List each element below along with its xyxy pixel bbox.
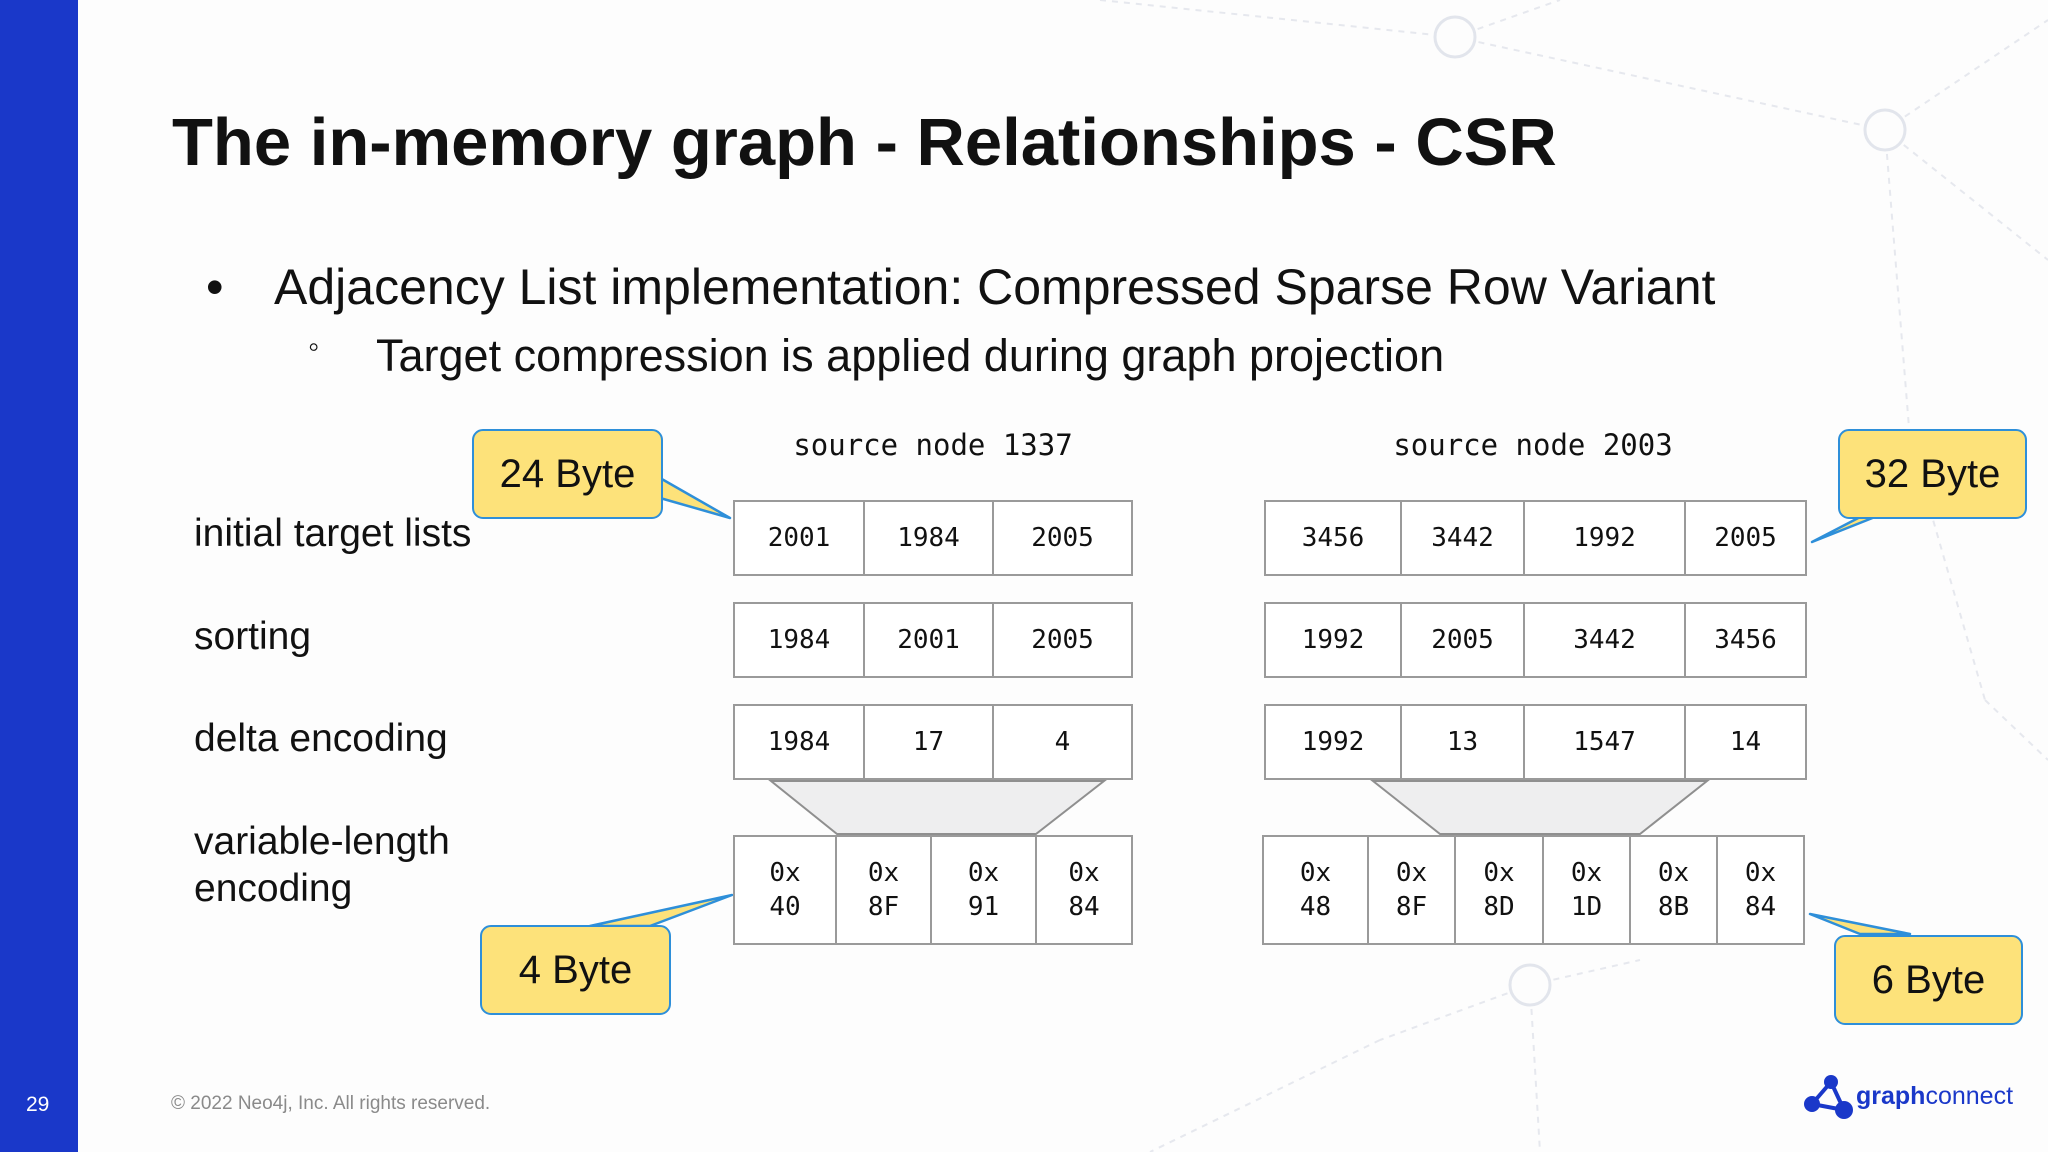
sidebar-accent [0,0,78,1152]
right-varlen-row: 0x 48 0x 8F 0x 8D 0x 1D 0x 8B 0x 84 [1262,835,1805,945]
byte-value: 1D [1570,892,1603,922]
byte-cell: 0x 8D [1456,837,1544,943]
cell: 2001 [735,502,865,574]
left-varlen-row: 0x 40 0x 8F 0x 91 0x 84 [733,835,1133,945]
byte-prefix: 0x [1570,858,1603,888]
cell: 2005 [1031,625,1094,655]
byte-cell: 0x 40 [735,837,837,943]
byte-value: 84 [1068,892,1100,922]
byte-value: 40 [769,892,801,922]
row-label-initial: initial target lists [194,512,472,555]
right-initial-row: 3456 3442 1992 2005 [1264,500,1807,576]
cell: 2005 [1714,523,1777,553]
right-delta-row: 1992 13 1547 14 [1264,704,1807,780]
byte-cell: 0x 48 [1264,837,1369,943]
left-sorted-row: 1984 2001 2005 [733,602,1133,678]
funnel-left [768,780,1107,835]
byte-cell: 0x 1D [1544,837,1631,943]
left-delta-row: 1984 17 4 [733,704,1133,780]
callout-4-byte: 4 Byte [480,925,671,1015]
byte-value: 8D [1483,892,1515,922]
byte-prefix: 0x [1068,858,1100,888]
cell: 2001 [865,604,994,676]
cell: 1984 [735,604,865,676]
callout-6-byte: 6 Byte [1834,935,2023,1025]
source-node-right-label: source node 2003 [1393,428,1673,462]
callout-tail-right-bottom [1808,912,1912,936]
cell: 1984 [865,502,994,574]
cell: 1992 [1266,604,1402,676]
callout-tail-left-bottom [588,893,734,928]
byte-cell: 0x 8F [1369,837,1456,943]
cell: 1992 [1525,502,1686,574]
cell: 3456 [1714,625,1777,655]
byte-cell: 0x 84 [1037,837,1131,943]
row-label-varlen-1: variable-length [194,820,450,863]
left-initial-row: 2001 1984 2005 [733,500,1133,576]
bullet-text: Target compression is applied during gra… [376,330,1445,381]
byte-prefix: 0x [769,858,801,888]
callout-tail-right-top [1810,513,1882,544]
bullet-text: Adjacency List implementation: Compresse… [274,259,1716,315]
cell: 3442 [1525,604,1686,676]
funnel-right [1370,780,1710,835]
row-label-sorting: sorting [194,615,312,658]
logo-wordmark: graphconnect [1856,1082,2013,1111]
logo-word-connect: connect [1925,1082,2014,1110]
row-label-varlen-2: encoding [194,867,353,910]
cell: 17 [865,706,994,778]
byte-prefix: 0x [1744,858,1777,888]
cell: 2005 [1031,523,1094,553]
cell: 3442 [1402,502,1525,574]
cell: 3456 [1266,502,1402,574]
cell: 14 [1729,727,1762,757]
cell: 2005 [1402,604,1525,676]
byte-prefix: 0x [867,858,900,888]
byte-prefix: 0x [1299,858,1332,888]
slide-title: The in-memory graph - Relationships - CS… [172,105,1557,180]
cell: 4 [1054,727,1071,757]
byte-value: 8F [867,892,900,922]
byte-value: 84 [1744,892,1777,922]
cell: 1992 [1266,706,1402,778]
byte-value: 48 [1299,892,1332,922]
source-node-left-label: source node 1337 [793,428,1073,462]
page-number: 29 [26,1093,50,1116]
logo-word-graph: graph [1856,1082,1926,1110]
graphconnect-logo-icon [1804,1075,1853,1119]
byte-prefix: 0x [1483,858,1515,888]
cell: 13 [1402,706,1525,778]
right-sorted-row: 1992 2005 3442 3456 [1264,602,1807,678]
byte-prefix: 0x [1395,858,1428,888]
cell: 1984 [735,706,865,778]
byte-cell: 0x 84 [1718,837,1803,943]
bullet-marker: ◦ [308,328,320,364]
byte-cell: 0x 8B [1631,837,1718,943]
byte-prefix: 0x [1657,858,1690,888]
byte-prefix: 0x [967,858,1000,888]
cell: 1547 [1525,706,1686,778]
row-label-delta: delta encoding [194,717,448,760]
bullet-marker: • [206,259,224,315]
byte-value: 91 [967,892,1000,922]
callout-tail-left-top [658,476,732,520]
byte-value: 8F [1395,892,1428,922]
byte-cell: 0x 8F [837,837,932,943]
callout-24-byte: 24 Byte [472,429,663,519]
byte-cell: 0x 91 [932,837,1037,943]
byte-value: 8B [1657,892,1690,922]
copyright-footer: © 2022 Neo4j, Inc. All rights reserved. [171,1093,491,1114]
callout-32-byte: 32 Byte [1838,429,2027,519]
